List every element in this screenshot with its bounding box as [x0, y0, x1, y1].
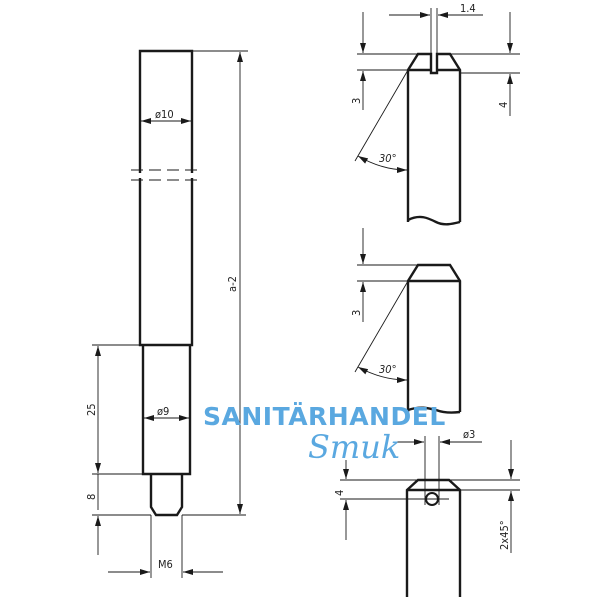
dim-slot-chamfer: 3 [350, 98, 363, 104]
dim-hole-position: 4 [333, 490, 346, 496]
watermark-line1: SANITÄRHANDEL [203, 401, 446, 431]
dim-d9: ø9 [157, 405, 169, 418]
dim-thread: M6 [158, 558, 173, 571]
watermark-line2: Smuk [308, 428, 400, 466]
thread-part [149, 474, 184, 517]
dim-slot-depth: 4 [497, 102, 510, 108]
upper-shaft-bottom [138, 178, 194, 347]
main-pin-view: ø10 ø9 a-2 25 8 M6 [85, 49, 248, 578]
dim-slot-angle: 30° [379, 152, 397, 165]
slot-tip-outline [406, 52, 462, 222]
dim-hole-diameter: ø3 [463, 428, 475, 441]
dim-overall-length: a-2 [226, 276, 239, 292]
upper-shaft-top [138, 49, 194, 173]
dim-hole-chamfer: 2x45° [498, 520, 511, 550]
dim-chamfer-height: 3 [350, 310, 363, 316]
dim-chamfer-angle: 30° [379, 363, 397, 376]
break-wave [407, 215, 461, 226]
dim-length-25: 25 [85, 403, 98, 416]
break-lines [131, 169, 198, 181]
detail-slot-view: 1.4 3 4 30° [350, 2, 520, 226]
dim-thread-length: 8 [85, 494, 98, 500]
break-wave [407, 406, 461, 414]
hole-tip-outline [405, 478, 462, 597]
lower-shaft [141, 345, 192, 476]
dim-slot-width: 1.4 [460, 2, 476, 15]
chamfer-tip-outline [406, 263, 462, 412]
watermark: SANITÄRHANDEL Smuk [203, 401, 446, 466]
detail-chamfer-view: 3 30° [350, 228, 462, 414]
detail-hole-view: ø3 4 2x45° [333, 428, 520, 597]
dim-d10: ø10 [155, 108, 174, 121]
